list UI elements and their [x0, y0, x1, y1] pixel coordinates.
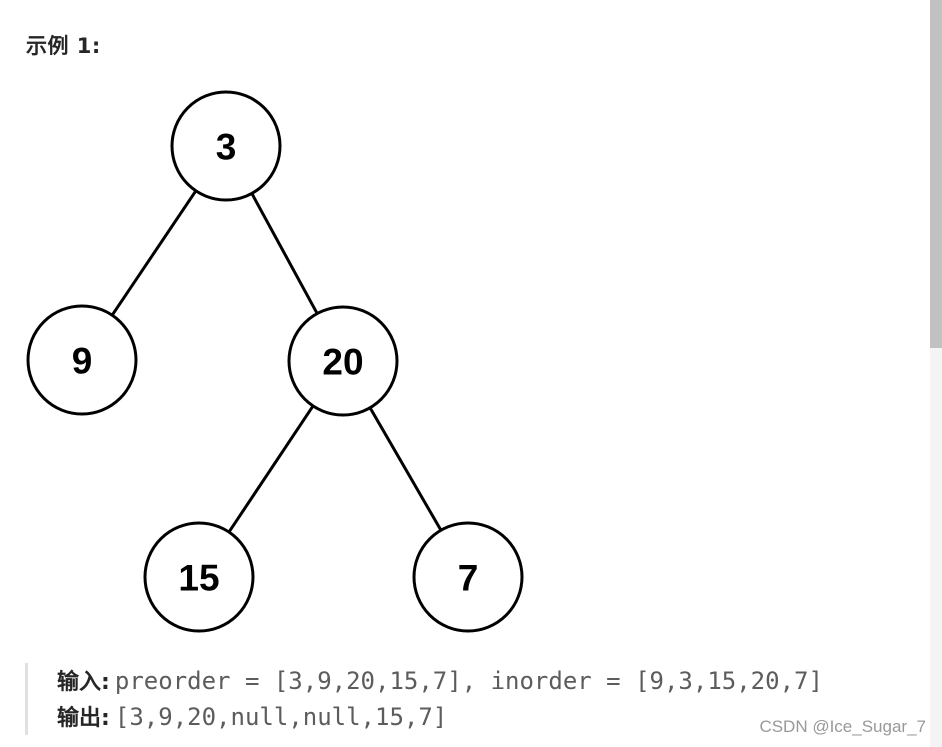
input-line: 输入: preorder = [3,9,20,15,7], inorder = …: [57, 663, 905, 699]
tree-edge-n3-n9: [110, 189, 198, 317]
tree-node-label: 15: [178, 558, 219, 599]
output-value: [3,9,20,null,null,15,7]: [114, 703, 448, 731]
tree-node-circle: [143, 521, 255, 633]
output-label: 输出:: [57, 706, 110, 731]
input-value: preorder = [3,9,20,15,7], inorder = [9,3…: [114, 667, 823, 695]
watermark: CSDN @Ice_Sugar_7: [759, 717, 926, 736]
tree-node-9: 9: [26, 304, 138, 416]
example-io-block: 输入: preorder = [3,9,20,15,7], inorder = …: [25, 663, 905, 735]
tree-node-label: 3: [216, 127, 237, 168]
scrollbar-thumb[interactable]: [930, 0, 942, 348]
tree-node-label: 9: [72, 341, 93, 382]
tree-node-circle: [287, 305, 399, 417]
tree-node-label: 20: [322, 342, 363, 383]
tree-edge-n3-n20: [250, 191, 319, 316]
tree-edges: [110, 189, 443, 534]
tree-node-label: 7: [458, 558, 479, 599]
tree-node-7: 7: [412, 521, 524, 633]
tree-edge-n20-n15: [227, 404, 315, 534]
tree-node-circle: [26, 304, 138, 416]
tree-node-circle: [412, 521, 524, 633]
tree-node-3: 3: [170, 90, 282, 202]
tree-node-15: 15: [143, 521, 255, 633]
example-title: 示例 1:: [26, 34, 101, 58]
input-label: 输入:: [57, 670, 110, 695]
tree-node-circle: [170, 90, 282, 202]
tree-nodes: 3 9 20 15 7: [26, 90, 524, 633]
output-line: 输出: [3,9,20,null,null,15,7]: [57, 699, 905, 735]
tree-node-20: 20: [287, 305, 399, 417]
tree-edge-n20-n7: [368, 406, 443, 532]
